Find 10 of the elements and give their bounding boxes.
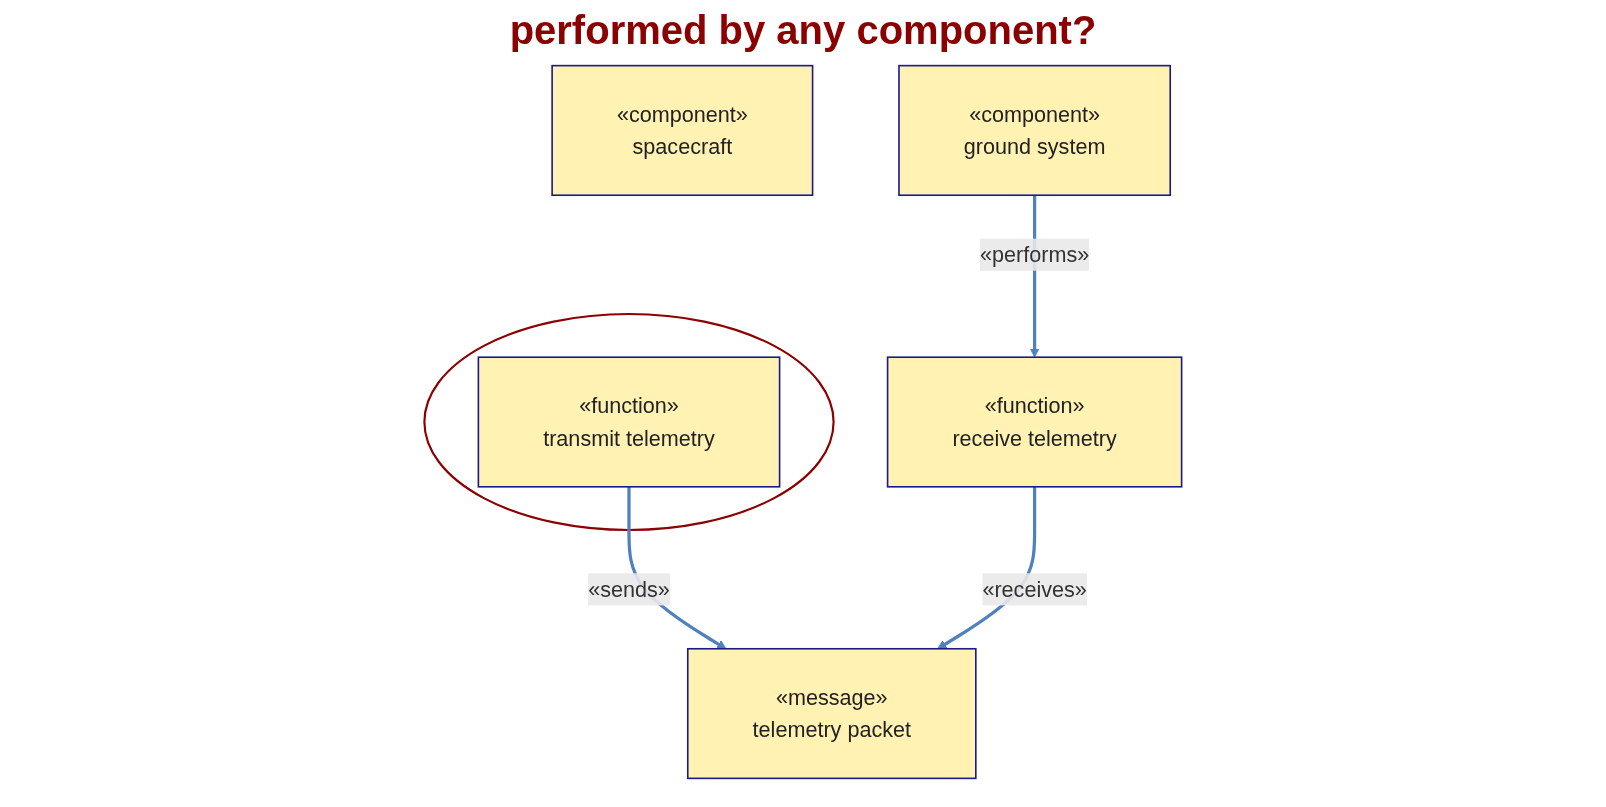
highlight-ellipse: [423, 312, 835, 532]
edge-label: «receives»: [982, 577, 1087, 602]
node-box: «function» transmit telemetry: [477, 356, 781, 488]
node-box: «component» ground system: [898, 64, 1172, 197]
node-box: «function» receive telemetry: [886, 356, 1183, 488]
edge-label: «performs»: [979, 242, 1090, 267]
node-box: «component» spacecraft: [551, 64, 814, 197]
diagram-title: performed by any component?: [508, 8, 1098, 53]
edge-label: «sends»: [588, 577, 670, 602]
node-box: «message» telemetry packet: [686, 647, 977, 780]
